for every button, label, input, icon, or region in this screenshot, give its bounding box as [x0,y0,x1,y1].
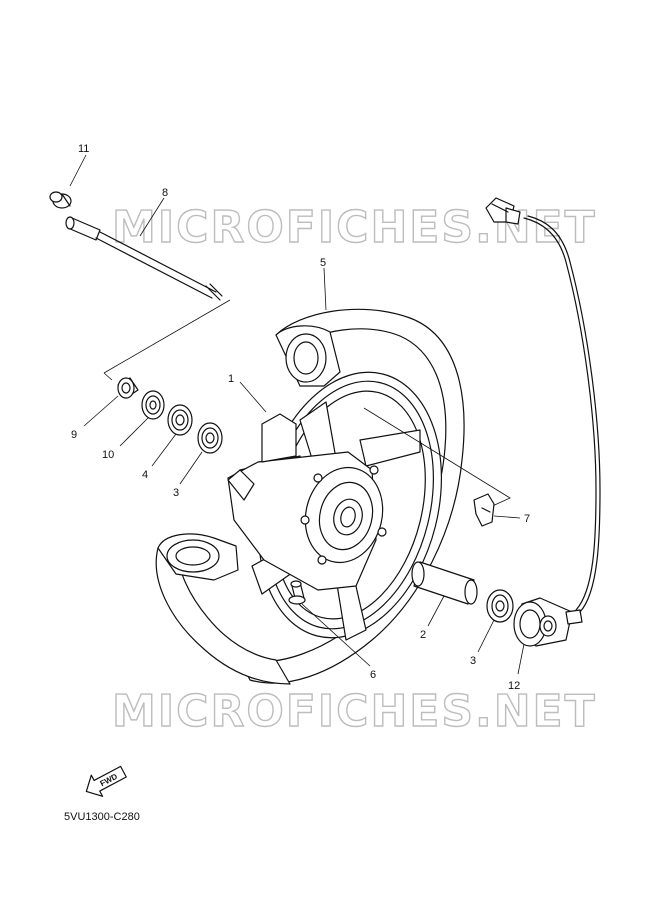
diagram-code: 5VU1300-C280 [64,811,140,823]
part-9-collar[interactable] [117,377,139,399]
part-3-bearing-left[interactable] [197,422,223,454]
leader-11 [69,154,87,187]
leader-9 [83,395,119,427]
callout-5: 5 [320,257,326,269]
part-2-spacer[interactable] [411,561,478,605]
leader-1 [239,381,267,413]
guide-line-spacer [103,372,113,381]
callout-12: 12 [508,680,520,692]
callout-2: 2 [420,629,426,641]
callout-10: 10 [102,449,114,461]
part-6-valve[interactable] [288,580,306,605]
callout-4: 4 [142,469,148,481]
callout-8: 8 [162,187,168,199]
part-10-oil-seal[interactable] [141,390,165,420]
leader-12 [517,643,525,675]
callout-7: 7 [524,513,530,525]
part-5-tire[interactable] [239,308,465,684]
leader-3-left [179,451,203,485]
part-11-axle-nut[interactable] [49,191,72,209]
watermark-bottom: MICROFICHES.NET [112,686,597,737]
part-7-clip[interactable] [473,493,495,527]
part-5-tire-front[interactable] [155,533,291,685]
part-8-axle[interactable] [65,216,223,301]
leader-7 [493,515,521,519]
part-4-bearing[interactable] [167,404,193,436]
watermark-top: MICROFICHES.NET [112,202,597,253]
leader-2 [427,595,445,627]
guide-line-clip [363,407,511,509]
leader-10 [119,417,149,447]
leader-6 [301,603,371,667]
leader-4 [151,433,177,467]
callout-11: 11 [78,143,89,155]
callout-9: 9 [71,429,77,441]
leader-8 [139,197,165,237]
callout-3-left: 3 [173,487,179,499]
part-12-speed-sensor-gear[interactable] [485,197,601,647]
part-1-cast-wheel[interactable] [227,353,468,658]
leader-5 [323,267,327,311]
callout-6: 6 [370,669,376,681]
callout-1: 1 [228,373,234,385]
guide-line-axle [103,299,231,374]
callout-3-right: 3 [470,655,476,667]
leader-3-right [477,619,495,653]
fwd-direction-arrow: FWD [85,765,127,797]
part-3-bearing-right[interactable] [486,589,514,623]
